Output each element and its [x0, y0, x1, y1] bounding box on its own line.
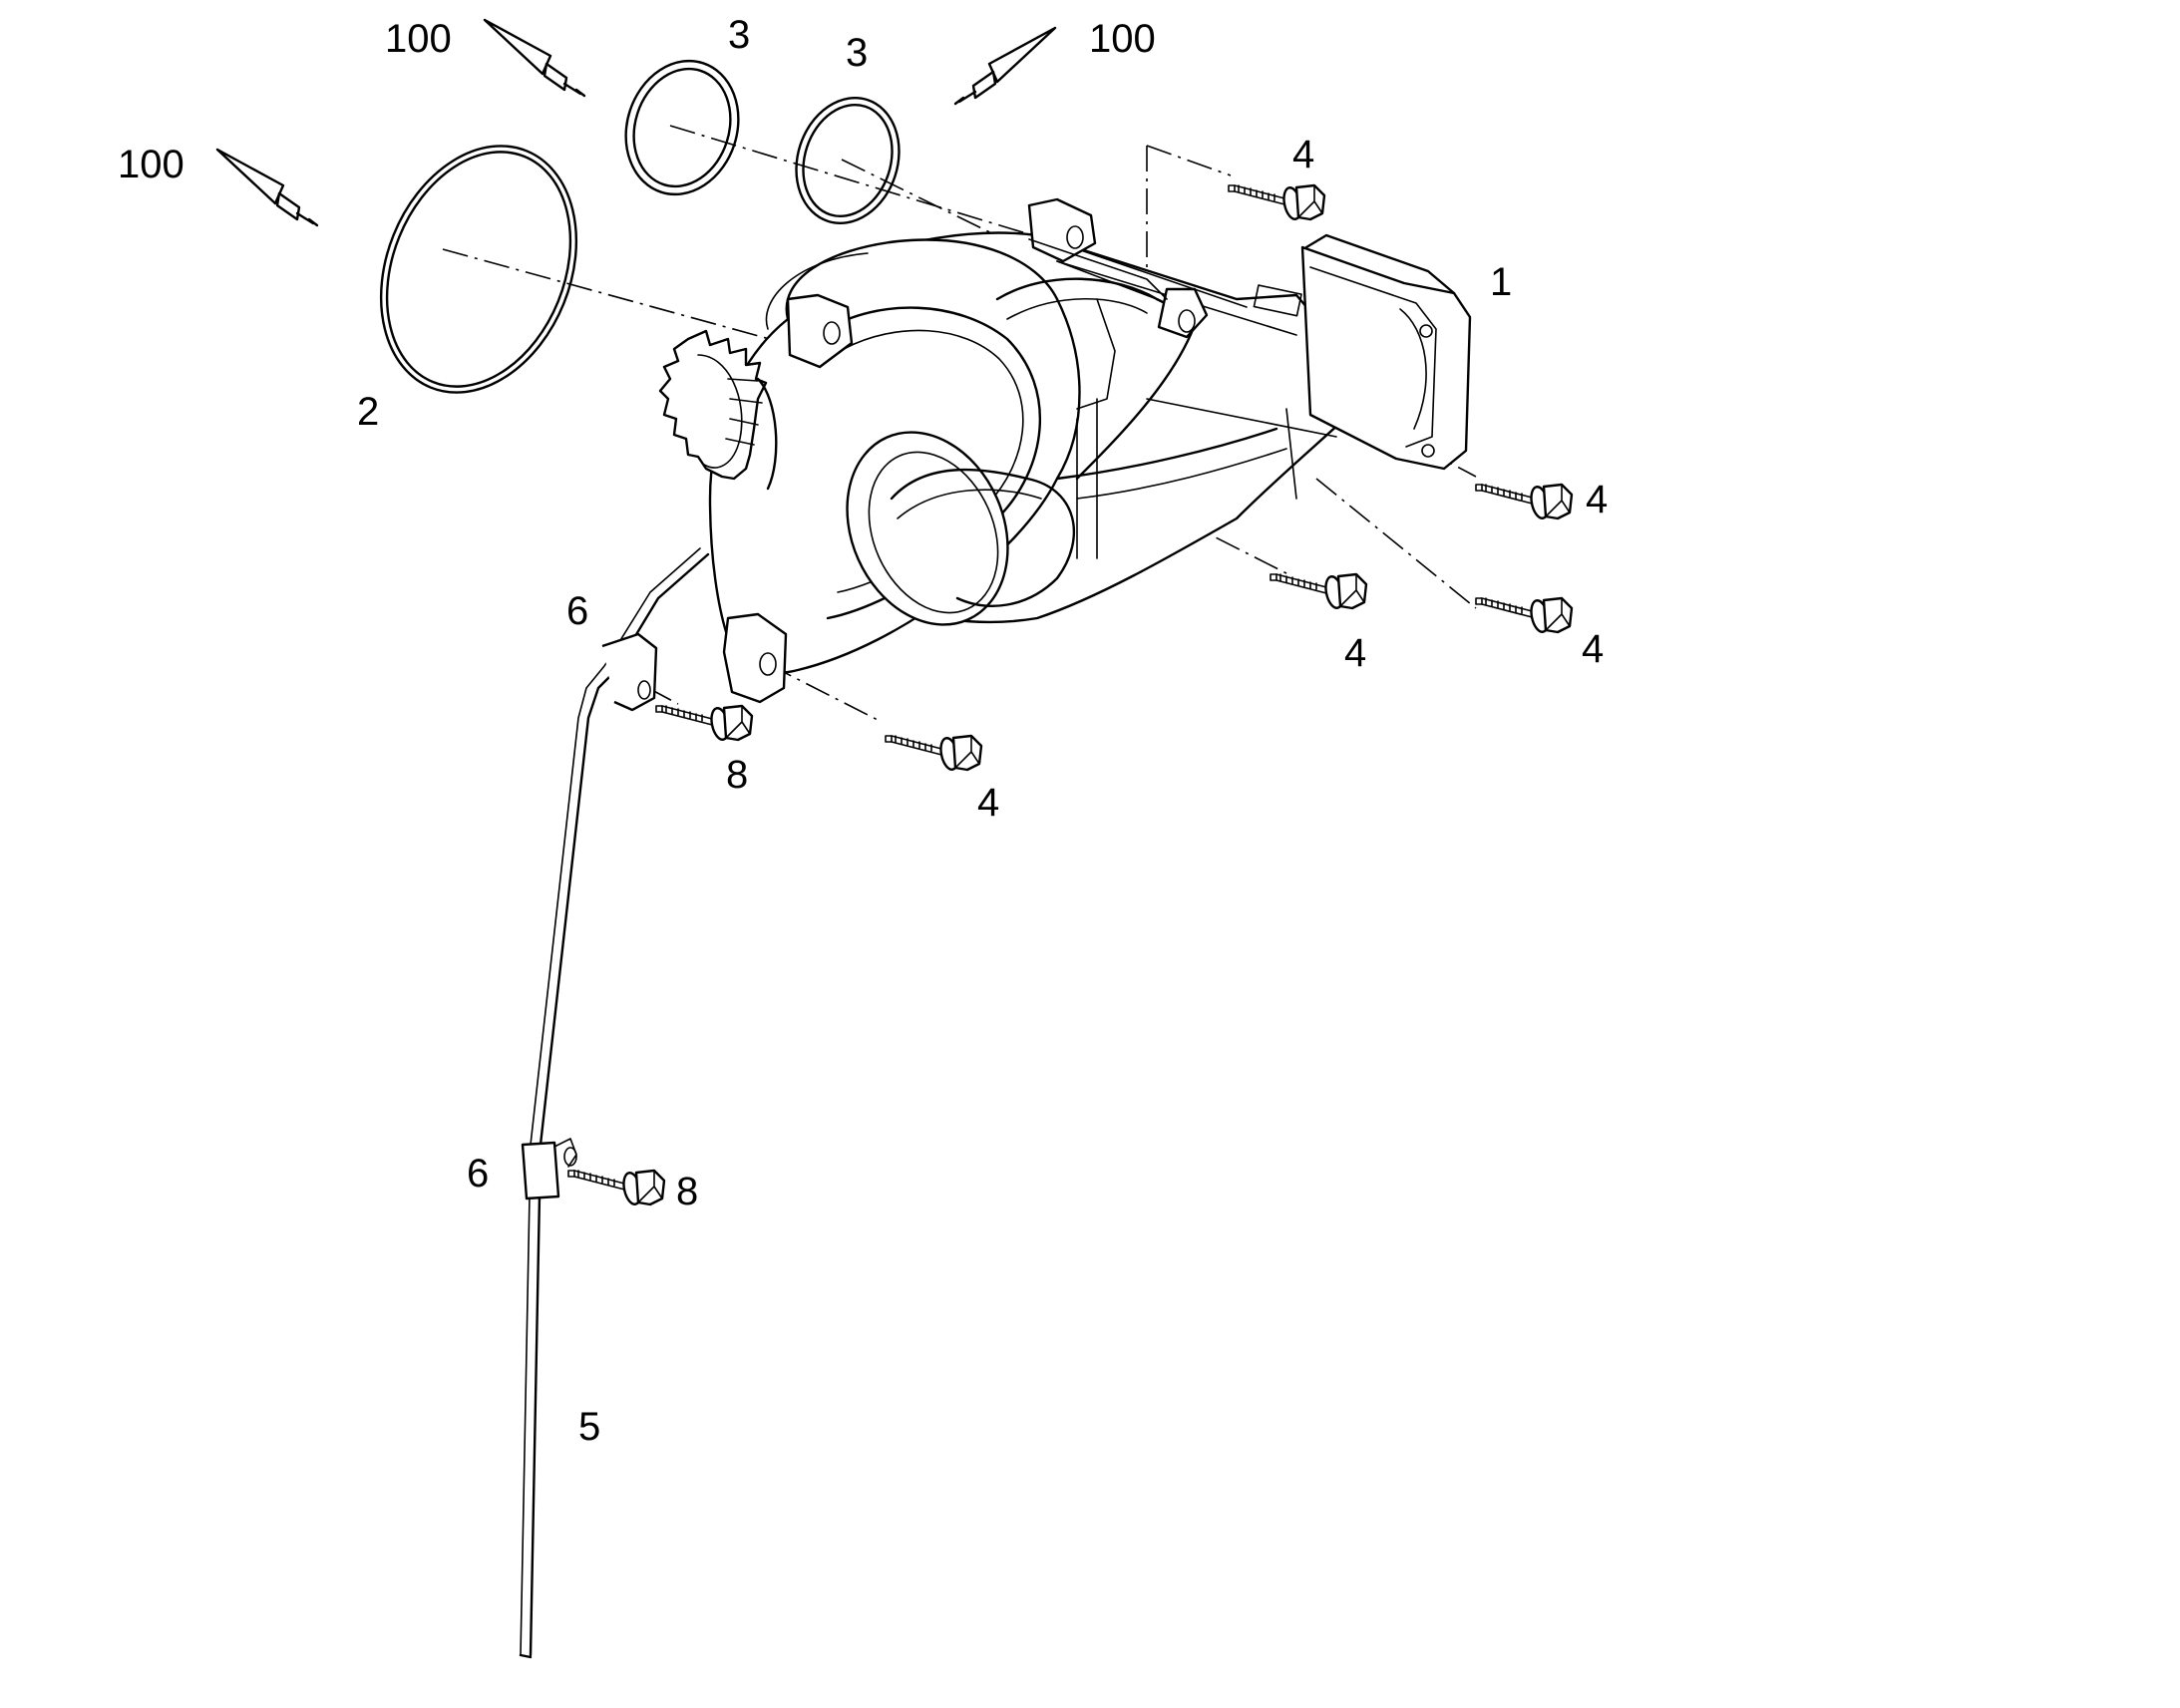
callout-8: 8 — [726, 753, 748, 797]
callout-4: 4 — [1586, 478, 1608, 521]
o-ring-large — [379, 145, 578, 394]
callout-5: 5 — [578, 1405, 600, 1449]
sealant-tube-icon — [215, 148, 319, 227]
callout-4: 4 — [1582, 627, 1604, 671]
bolt-icon — [654, 704, 754, 743]
callout-6: 6 — [467, 1152, 489, 1196]
sealant-tube-icon — [483, 18, 586, 98]
callout-labels: 100 3 3 100 100 4 1 2 4 4 4 6 8 4 6 8 5 — [118, 13, 1608, 1449]
callout-2: 2 — [357, 390, 379, 434]
bolt-icon — [884, 734, 983, 773]
callout-100: 100 — [385, 17, 452, 61]
bolt-icon — [1474, 596, 1574, 635]
drive-gear — [658, 329, 778, 491]
callout-4: 4 — [1344, 631, 1366, 675]
o-ring-small-left — [624, 59, 740, 196]
callout-100: 100 — [1089, 17, 1156, 61]
bolt-icon — [1474, 483, 1574, 521]
callout-3: 3 — [846, 31, 868, 75]
callout-8: 8 — [676, 1170, 698, 1213]
o-ring-small-right — [795, 97, 901, 224]
callout-4: 4 — [977, 781, 999, 825]
callout-3: 3 — [728, 13, 750, 57]
bolt-icon — [566, 1169, 666, 1207]
callout-4: 4 — [1292, 133, 1314, 176]
callout-6: 6 — [566, 589, 588, 633]
dipstick-tube — [519, 547, 710, 1659]
sealant-tube-icon — [953, 26, 1057, 106]
bolt-icon — [1227, 183, 1326, 222]
pump-housing — [658, 197, 1472, 704]
bolt-icon — [1269, 572, 1368, 611]
callout-1: 1 — [1490, 260, 1512, 304]
callout-100: 100 — [118, 143, 184, 186]
